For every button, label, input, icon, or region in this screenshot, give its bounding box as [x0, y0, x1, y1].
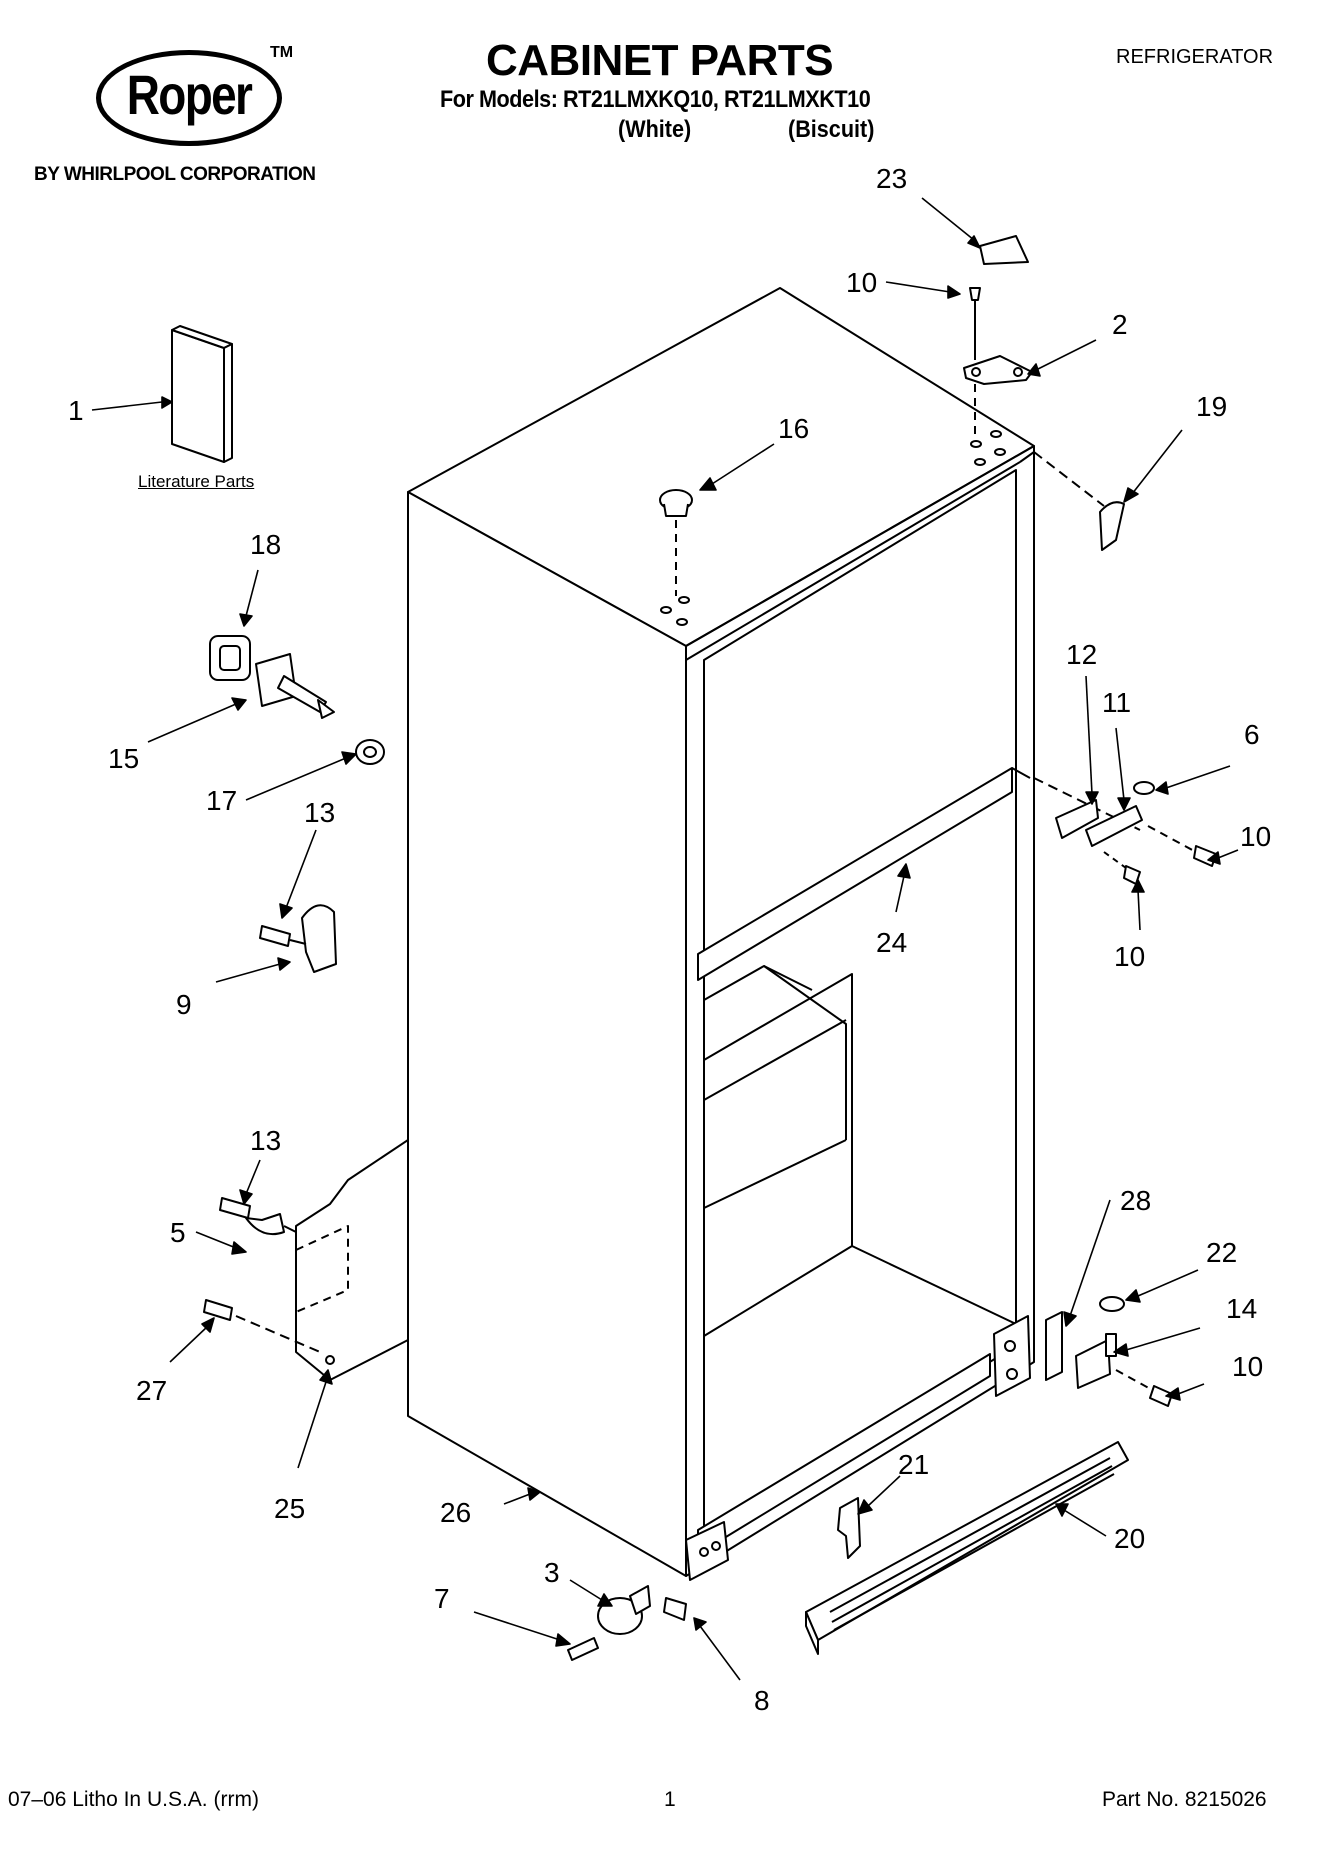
callout-8: 8: [754, 1685, 770, 1716]
callout-18: 18: [250, 529, 281, 560]
hole-plug-part: [659, 489, 693, 596]
leveling-leg-parts: [567, 1585, 687, 1661]
color-biscuit: (Biscuit): [788, 116, 875, 143]
left-clip-parts: [259, 904, 337, 973]
callout-20: 20: [1114, 1523, 1145, 1554]
bottom-hinge-assembly: [993, 1296, 1173, 1407]
callout-11: 11: [1102, 687, 1131, 718]
rear-panel-parts: [203, 1139, 409, 1381]
callout-25: 25: [274, 1493, 305, 1524]
callout-17: 17: [206, 785, 237, 816]
literature-booklet: [171, 325, 233, 463]
callout-15: 15: [108, 743, 139, 774]
callout-10-center-right: 10: [1240, 821, 1271, 852]
footer-litho: 07–06 Litho In U.S.A. (rrm): [8, 1788, 259, 1811]
callout-22: 22: [1206, 1237, 1237, 1268]
callout-27: 27: [136, 1375, 167, 1406]
models-line: For Models: RT21LMXKQ10, RT21LMXKT10: [440, 86, 871, 113]
base-grille-parts: [805, 1441, 1129, 1655]
callout-numbers: 1 2 3 5 6 7 8 9 10 10 10 10 10 11 12 13 …: [68, 163, 1271, 1716]
callout-23: 23: [876, 163, 907, 194]
roper-logo-text: Roper: [126, 63, 253, 126]
color-white: (White): [618, 116, 692, 143]
callout-21: 21: [898, 1449, 929, 1480]
callout-14: 14: [1226, 1293, 1257, 1324]
page-title: CABINET PARTS: [486, 36, 834, 85]
cabinet-body: [407, 287, 1035, 1581]
footer-page-number: 1: [664, 1788, 676, 1811]
center-hinge-assembly: [1033, 777, 1217, 885]
callout-2: 2: [1112, 309, 1128, 340]
left-leveler-parts: [209, 635, 385, 765]
callout-1: 1: [68, 395, 84, 426]
callout-12: 12: [1066, 639, 1097, 670]
roper-logo: [96, 50, 282, 146]
callout-6: 6: [1244, 719, 1260, 750]
callout-19: 19: [1196, 391, 1227, 422]
callout-13-upper: 13: [304, 797, 335, 828]
callout-24: 24: [876, 927, 907, 958]
top-hinge-assembly: [963, 235, 1125, 551]
callout-28: 28: [1120, 1185, 1151, 1216]
callout-26: 26: [440, 1497, 471, 1528]
brand-byline: BY WHIRLPOOL CORPORATION: [34, 164, 316, 185]
trademark-mark: TM: [270, 44, 294, 61]
callout-10-bottom: 10: [1232, 1351, 1263, 1382]
appliance-category: REFRIGERATOR: [1116, 46, 1274, 68]
callout-3: 3: [544, 1557, 560, 1588]
callout-7: 7: [434, 1583, 450, 1614]
callout-10-center-low: 10: [1114, 941, 1145, 972]
callout-5: 5: [170, 1217, 186, 1248]
literature-parts-label: Literature Parts: [138, 472, 255, 491]
callout-leader-lines: [91, 197, 1239, 1681]
callout-9: 9: [176, 989, 192, 1020]
callout-16: 16: [778, 413, 809, 444]
callout-13-lower: 13: [250, 1125, 281, 1156]
callout-10-top: 10: [846, 267, 877, 298]
footer-part-number: Part No. 8215026: [1102, 1788, 1267, 1811]
